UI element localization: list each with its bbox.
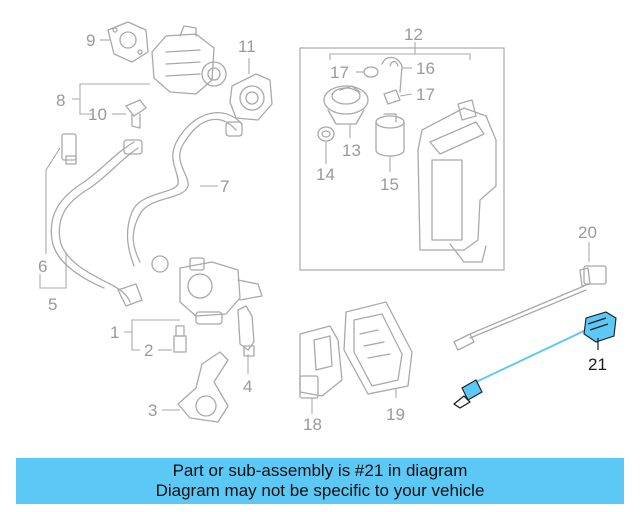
callout-10: 10: [88, 105, 107, 124]
part-7-hose: [126, 112, 243, 273]
part-4-bracket: [237, 305, 255, 357]
callout-6: 6: [38, 257, 47, 276]
part-18-module: [299, 325, 343, 399]
part-6-connector: [61, 133, 77, 165]
callout-11: 11: [238, 37, 256, 56]
callout-18: 18: [303, 415, 322, 434]
part-17-clamp-lower: [383, 89, 401, 105]
part-11-housing: [229, 73, 273, 121]
part-16-hose: [381, 56, 403, 93]
part-17-clamp-upper: [363, 66, 379, 78]
callout-8: 8: [56, 91, 65, 110]
part-5-hose: [50, 139, 143, 307]
callout-17-upper: 17: [330, 63, 349, 82]
part-14-cap: [317, 126, 335, 142]
part-15-filter: [375, 113, 405, 157]
part-1-air-pump: [179, 257, 263, 325]
callout-3: 3: [148, 401, 157, 420]
callout-7: 7: [220, 177, 229, 196]
group-12-box: [299, 47, 505, 271]
info-banner: Part or sub-assembly is #21 in diagram D…: [16, 458, 624, 504]
part-13-valve: [323, 85, 369, 125]
part-10-sensor: [125, 99, 147, 129]
part-3-bracket: [177, 351, 229, 423]
callout-labels: 9 8 10 11 12 17 16 17 13 14 15 7 6 5 1 2…: [38, 25, 607, 434]
callout-14: 14: [316, 165, 335, 184]
callout-21: 21: [588, 355, 607, 374]
callout-12: 12: [404, 25, 423, 44]
leader-lines: [39, 39, 599, 414]
callout-16: 16: [416, 59, 435, 78]
part-9-gasket: [107, 21, 149, 63]
callout-20: 20: [578, 223, 597, 242]
part-20-oxygen-sensor: [453, 265, 607, 351]
part-2-bolt: [173, 325, 187, 353]
callout-19: 19: [386, 405, 405, 424]
part-21-oxygen-sensor: [453, 311, 617, 409]
callout-15: 15: [380, 175, 399, 194]
part-19-control-unit: [343, 301, 413, 395]
callout-13: 13: [342, 141, 361, 160]
banner-line-1: Part or sub-assembly is #21 in diagram: [172, 461, 468, 480]
parts-diagram: 9 8 10 11 12 17 16 17 13 14 15 7 6 5 1 2…: [38, 21, 617, 434]
part-8-pump: [151, 25, 227, 95]
callout-1: 1: [110, 323, 119, 342]
charcoal-canister: [417, 99, 497, 263]
callout-5: 5: [48, 295, 57, 314]
callout-9: 9: [86, 31, 95, 50]
callout-17-lower: 17: [416, 85, 435, 104]
callout-4: 4: [243, 377, 252, 396]
banner-line-2: Diagram may not be specific to your vehi…: [155, 481, 485, 500]
callout-2: 2: [144, 341, 153, 360]
